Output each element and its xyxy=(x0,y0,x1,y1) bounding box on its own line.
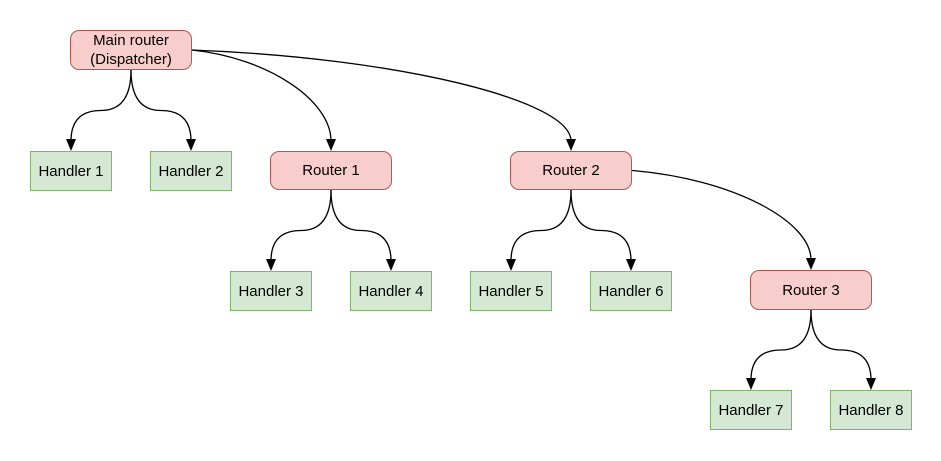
edge-router-2-to-handler-6 xyxy=(570,189,632,262)
edge-main-router-to-router-2 xyxy=(191,49,572,142)
node-label: Handler 3 xyxy=(238,282,304,300)
arrowhead-main-router-to-handler-2 xyxy=(186,139,196,151)
node-router-1: Router 1 xyxy=(270,151,392,190)
edge-router-1-to-handler-3 xyxy=(270,189,332,262)
edge-router-3-to-handler-7 xyxy=(750,309,812,381)
node-handler-2: Handler 2 xyxy=(150,151,232,191)
node-label: Main router (Dispatcher) xyxy=(90,32,172,68)
node-label: Handler 6 xyxy=(598,282,664,300)
arrowhead-main-router-to-router-2 xyxy=(566,139,576,151)
arrowhead-router-2-to-handler-6 xyxy=(626,259,636,271)
node-main-router: Main router (Dispatcher) xyxy=(70,30,192,70)
edge-router-2-to-handler-5 xyxy=(510,189,572,262)
node-handler-4: Handler 4 xyxy=(350,271,432,311)
edge-router-3-to-handler-8 xyxy=(810,309,872,381)
node-handler-3: Handler 3 xyxy=(230,271,312,311)
arrowhead-router-1-to-handler-4 xyxy=(386,259,396,271)
node-router-2: Router 2 xyxy=(510,151,632,190)
node-label: Router 2 xyxy=(542,162,600,179)
arrowhead-router-2-to-router-3 xyxy=(806,258,816,270)
node-handler-1: Handler 1 xyxy=(30,151,112,191)
node-handler-5: Handler 5 xyxy=(470,271,552,311)
node-handler-6: Handler 6 xyxy=(590,271,672,311)
node-label: Handler 4 xyxy=(358,282,424,300)
node-label: Router 3 xyxy=(782,281,840,299)
node-router-3: Router 3 xyxy=(750,270,872,310)
arrowhead-main-router-to-handler-1 xyxy=(66,139,76,151)
node-handler-7: Handler 7 xyxy=(710,390,792,430)
arrowhead-router-3-to-handler-7 xyxy=(746,378,756,390)
node-label: Router 1 xyxy=(302,162,360,179)
edge-main-router-to-handler-2 xyxy=(130,69,192,142)
node-label: Handler 8 xyxy=(838,401,904,419)
node-handler-8: Handler 8 xyxy=(830,390,912,430)
arrowhead-router-2-to-handler-5 xyxy=(506,259,516,271)
arrowhead-main-router-to-router-1 xyxy=(326,139,336,151)
node-label: Handler 1 xyxy=(38,162,104,180)
edge-main-router-to-router-1 xyxy=(191,49,332,142)
edge-main-router-to-handler-1 xyxy=(70,69,132,142)
arrowhead-router-1-to-handler-3 xyxy=(266,259,276,271)
arrowhead-router-3-to-handler-8 xyxy=(866,378,876,390)
node-label: Handler 7 xyxy=(718,401,784,419)
edge-router-1-to-handler-4 xyxy=(330,189,392,262)
node-label: Handler 5 xyxy=(478,282,544,300)
edge-router-2-to-router-3 xyxy=(631,169,812,261)
node-label: Handler 2 xyxy=(158,162,224,180)
